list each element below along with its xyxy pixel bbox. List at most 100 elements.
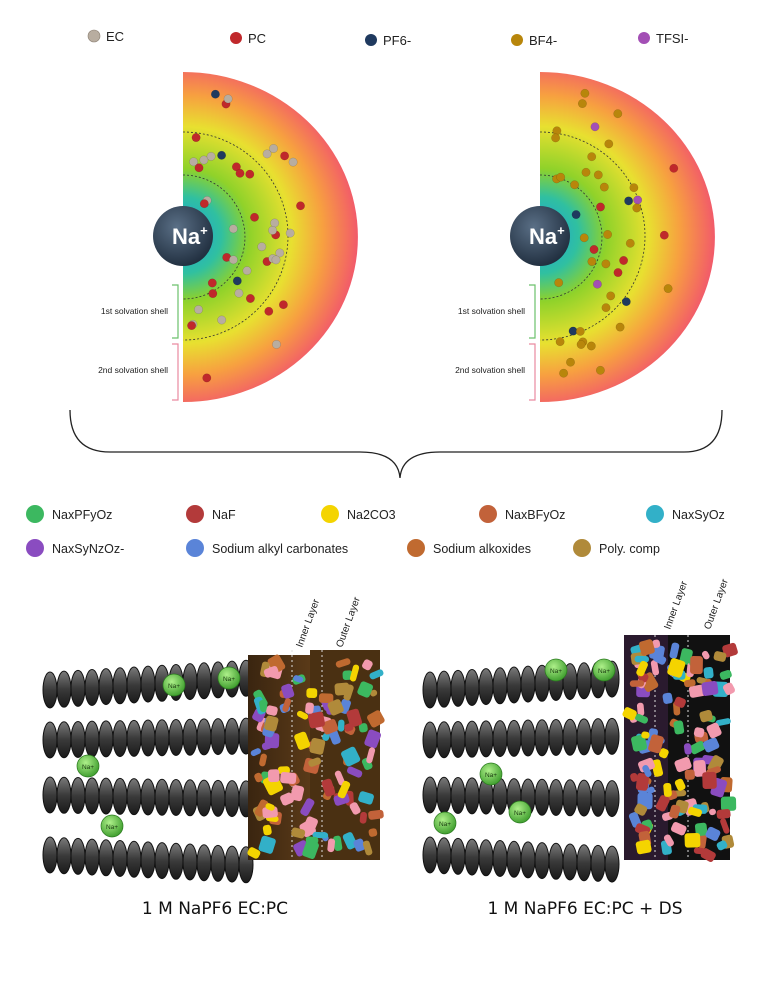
electrode-coil-segment [56,837,72,875]
na-ions: Na+Na+Na+Na+ [76,666,241,838]
sei-fragment [674,757,692,773]
electrode-coil-segment [140,778,156,816]
electrode-coil-segment [590,718,606,756]
sei-fragment [327,838,336,853]
electrode-coil-segment [140,841,156,879]
electrode-coil-segment [604,845,620,883]
legend-label-tfsi: TFSI- [656,31,689,46]
tfsi-marker-icon [638,32,650,44]
electrode-coil-segment [154,778,170,816]
shell-boundary-middle [182,131,289,341]
solvent-molecule [551,133,561,143]
sei-fragment [630,772,638,782]
sei-fragment [264,715,279,732]
shell2-bracket [172,343,179,401]
electrode-coil-segment [562,843,578,881]
legend-marker-icon [479,505,497,523]
electrode-coil-segment [478,720,494,758]
solvent-molecule [576,340,586,349]
solvent-molecule [223,94,233,104]
electrode-coil-segment [478,668,494,706]
sei-legend-label: NaxBFyOz [505,508,565,522]
sei-fragment [305,836,319,844]
sei-fragment [706,722,722,739]
sei-fragment [635,773,650,791]
outer-layer-label: Outer Layer [334,595,363,649]
legend-label-pf6: PF6- [383,33,411,48]
solvent-molecule [194,305,203,315]
sei-fragment [309,737,326,755]
sei-fragment [683,743,692,755]
solvent-molecule [575,326,585,336]
electrode-coil-segment [126,778,142,816]
sei-fragment [368,828,378,837]
solvent-molecule [621,297,631,307]
electrode-coil-segment [70,669,86,707]
sei-fragment [254,772,263,783]
sei-fragment [689,740,706,755]
solvent-molecule [604,139,614,149]
solvent-molecule [554,278,564,288]
shell1-label: 1st solvation shell [458,306,525,316]
electrode-coil-segment [492,720,508,758]
electrode-coil-segment [506,666,522,704]
electrode-coil-segment [140,665,156,703]
solvent-molecule [603,230,613,239]
outer-layer-label: Outer Layer [702,577,731,631]
solvent-molecule [280,151,290,161]
sei-fragment [636,660,648,677]
electrode-coil-segment [42,776,58,814]
na-ion [433,811,457,835]
solvent-molecule [595,365,605,375]
sei-fragment [638,757,655,773]
sei-fragment [280,792,294,806]
sei-fragment [635,839,652,855]
electrode-coil-segment [210,718,226,756]
electrode-coil-segment [154,719,170,757]
sei-fragment [719,669,732,680]
na-ion [479,762,503,786]
solvent-molecule [633,195,643,205]
legend-marker-icon [186,505,204,523]
electrode-coil-segment [464,668,480,706]
solvent-molecule [587,152,597,162]
electrode-coil-segment [42,721,58,759]
sei-fragment [290,785,305,802]
sei-fragment [653,653,667,665]
electrode-coil-segment [450,669,466,707]
sei-fragment [629,680,645,687]
na-ion [510,206,570,266]
electrode-coil-segment [98,839,114,877]
solvent-molecule [296,201,305,211]
sei-fragment [254,799,269,817]
sei-fragment [713,651,727,662]
electrode-coil-segment [464,720,480,758]
sei-fragment [684,832,701,848]
solvent-molecule [264,306,274,316]
electrode-coil-segment [576,779,592,817]
sei-legend-label: NaxSyOz [672,508,725,522]
sei-fragment [663,834,674,847]
sei-fragment [296,710,309,720]
shell-boundary-inner [182,174,246,300]
electrode-coil-segment [196,718,212,756]
electrode-coil-segment [224,845,240,883]
sei-legend-label: NaF [212,508,236,522]
sei-fragment [341,746,361,767]
solvent-molecule [288,157,298,167]
solvent-molecule [586,341,596,351]
shell-boundary-middle [539,131,646,341]
electrode-coil-segment [84,838,100,876]
sei-fragment [701,650,710,660]
electrode-coil-segment [112,840,128,877]
electrode-coil-segment [534,778,550,816]
solvent-molecules [551,88,679,378]
sei-fragment [701,680,719,696]
solvent-molecule [599,182,609,192]
electrode-coil-segment [196,844,212,882]
sei-fragment [267,769,280,783]
electrode-coil-segment [70,777,86,815]
sei-fragment [321,778,336,797]
electrode-coil-segment [56,776,72,814]
